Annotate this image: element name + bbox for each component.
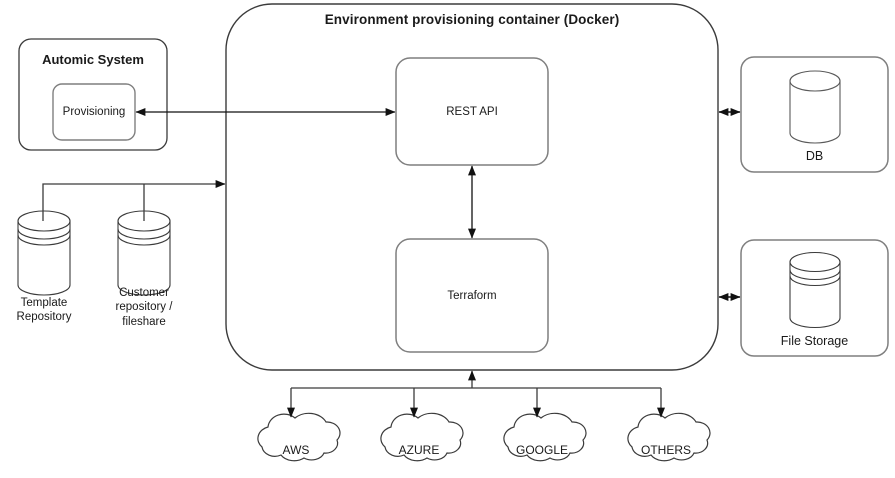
file-storage-node[interactable]	[741, 240, 888, 356]
connector-repositories-container	[42, 180, 226, 221]
aws-cloud-node[interactable]	[245, 418, 341, 470]
provisioning-node[interactable]	[53, 84, 135, 140]
azure-cloud-shape	[380, 412, 464, 462]
rest-api-shape	[395, 57, 549, 166]
others-cloud-node[interactable]	[615, 418, 711, 470]
file-storage-cylinder-icon	[789, 251, 841, 329]
others-cloud-shape	[627, 412, 711, 462]
google-cloud-shape	[503, 412, 587, 462]
terraform-node[interactable]	[396, 239, 548, 352]
template-repository-node[interactable]	[18, 211, 70, 295]
db-node[interactable]	[741, 57, 888, 172]
rest-api-node[interactable]	[396, 58, 548, 165]
terraform-shape	[395, 238, 549, 353]
azure-cloud-node[interactable]	[368, 418, 464, 470]
provisioning-node-shape	[52, 83, 136, 141]
template-repository-cylinder-icon	[17, 210, 71, 296]
google-cloud-node[interactable]	[491, 418, 587, 470]
connector-container-clouds	[287, 370, 665, 418]
customer-repository-node[interactable]	[118, 211, 170, 295]
db-cylinder-icon	[789, 70, 841, 144]
aws-cloud-shape	[257, 412, 341, 462]
